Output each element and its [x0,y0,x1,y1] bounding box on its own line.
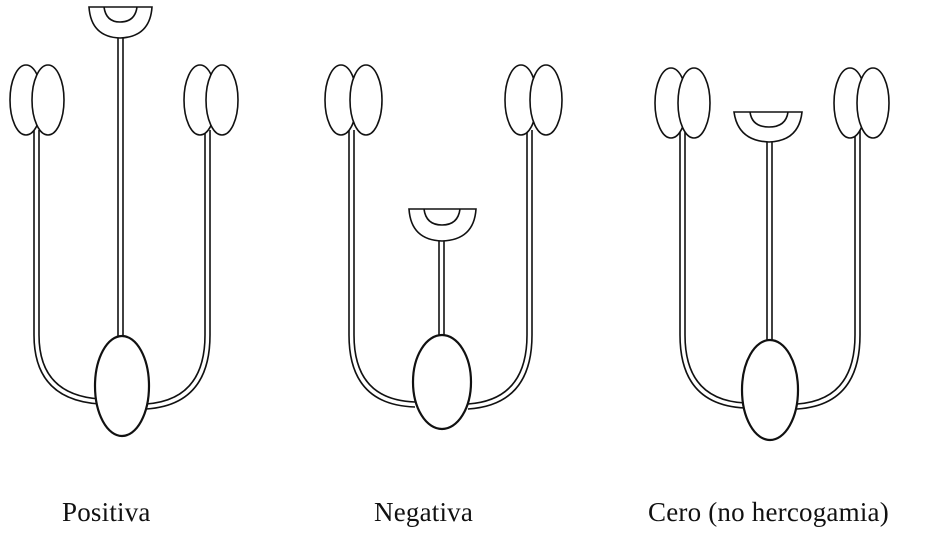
style [118,38,123,340]
anther-left [10,65,64,135]
caption-cero: Cero (no hercogamia) [648,497,889,528]
stamen-right-filament [146,130,210,409]
style [767,140,772,345]
anther-right [505,65,562,135]
caption-negativa: Negativa [374,497,473,528]
anther-right [834,68,889,138]
ovary [413,335,471,429]
stigma [734,112,802,142]
flower-negativa [325,65,562,429]
stamen-right-filament [468,130,532,409]
anther-right [184,65,238,135]
flower-positiva [10,7,238,436]
style [439,240,444,340]
stamen-right-filament [797,130,860,409]
stamen-left-filament [349,130,415,407]
anther-left [655,68,710,138]
stamen-left-filament [34,130,100,404]
stamen-left-filament [680,130,745,408]
ovary [742,340,798,440]
caption-positiva: Positiva [62,497,151,528]
stigma [89,7,152,38]
anther-left [325,65,382,135]
flower-cero [655,68,889,440]
stigma [409,209,476,241]
ovary [95,336,149,436]
